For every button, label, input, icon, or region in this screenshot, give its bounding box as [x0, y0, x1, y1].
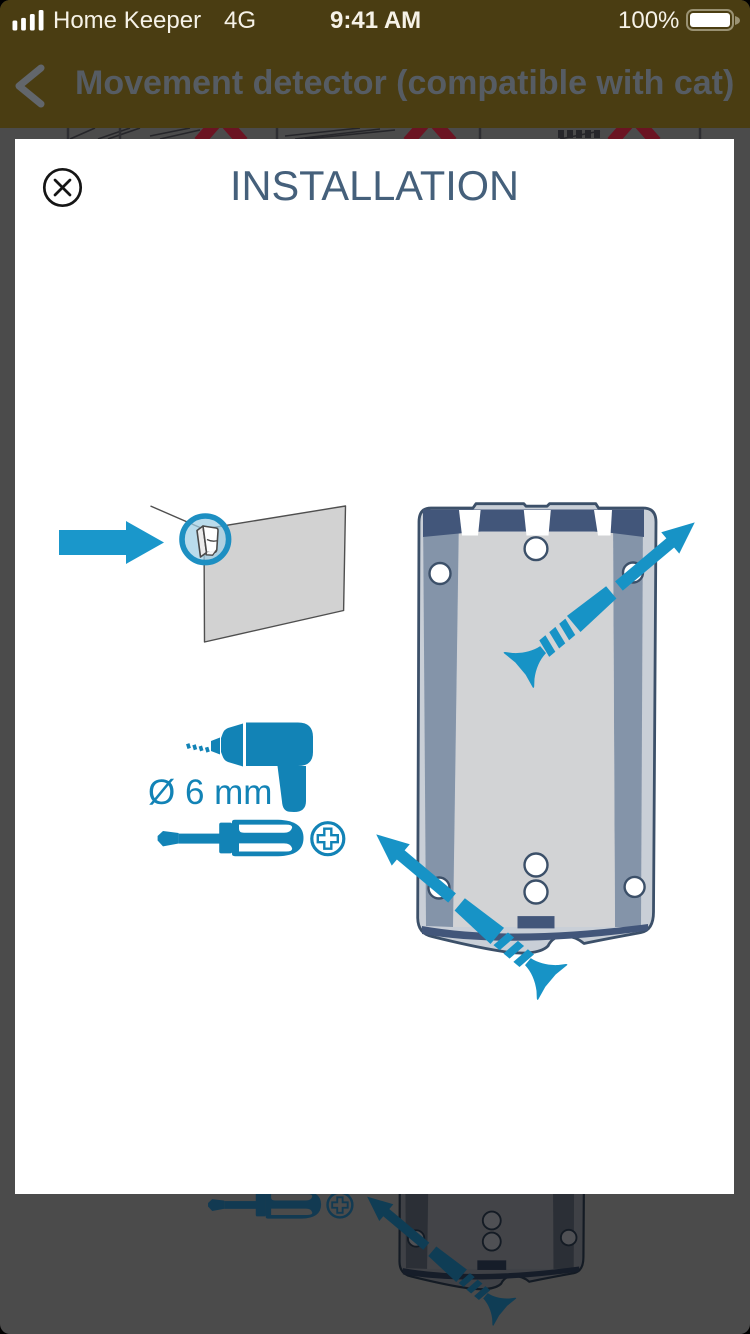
svg-text:Ø 6 mm: Ø 6 mm	[148, 773, 272, 812]
